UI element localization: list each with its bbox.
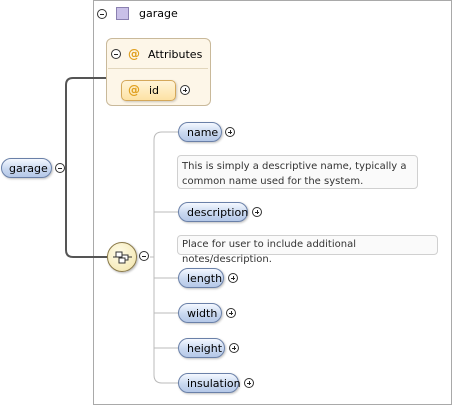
element-length[interactable]: length [178, 268, 224, 288]
element-length-expand-icon[interactable] [228, 273, 238, 283]
element-insulation-expand-icon[interactable] [244, 378, 254, 388]
root-element-garage[interactable]: garage [1, 158, 52, 178]
attribute-id-expand-icon[interactable] [180, 85, 190, 95]
element-label: length [187, 272, 223, 285]
root-element-label: garage [9, 162, 48, 175]
element-name-documentation: This is simply a descriptive name, typic… [177, 155, 418, 189]
attributes-collapse-icon[interactable] [111, 49, 121, 59]
element-insulation[interactable]: insulation [178, 373, 241, 393]
attribute-at-icon: @ [128, 47, 140, 61]
element-label: name [187, 126, 219, 139]
element-width[interactable]: width [178, 303, 222, 323]
attributes-title: Attributes [148, 48, 203, 61]
element-description-expand-icon[interactable] [252, 207, 262, 217]
complex-type-icon [116, 7, 129, 20]
type-collapse-icon[interactable] [97, 9, 107, 19]
element-height-expand-icon[interactable] [229, 343, 239, 353]
element-description[interactable]: description [178, 202, 248, 222]
sequence-collapse-icon[interactable] [139, 251, 149, 261]
element-name[interactable]: name [178, 122, 222, 142]
attribute-label: id [149, 84, 160, 97]
element-height[interactable]: height [178, 338, 225, 358]
element-width-expand-icon[interactable] [226, 308, 236, 318]
attribute-id[interactable]: @ id [121, 80, 176, 101]
sequence-compositor-icon[interactable] [107, 242, 137, 272]
type-title: garage [139, 7, 178, 20]
element-label: description [187, 206, 249, 219]
attributes-divider [108, 68, 208, 69]
element-name-expand-icon[interactable] [225, 127, 235, 137]
root-collapse-icon[interactable] [55, 163, 65, 173]
element-label: width [187, 307, 218, 320]
element-doc-text: This is simply a descriptive name, typic… [182, 161, 407, 187]
element-doc-text: Place for user to include additional not… [182, 239, 356, 265]
element-label: insulation [187, 377, 241, 390]
element-description-documentation: Place for user to include additional not… [177, 235, 438, 265]
attribute-at-icon: @ [128, 83, 140, 97]
element-label: height [187, 342, 223, 355]
